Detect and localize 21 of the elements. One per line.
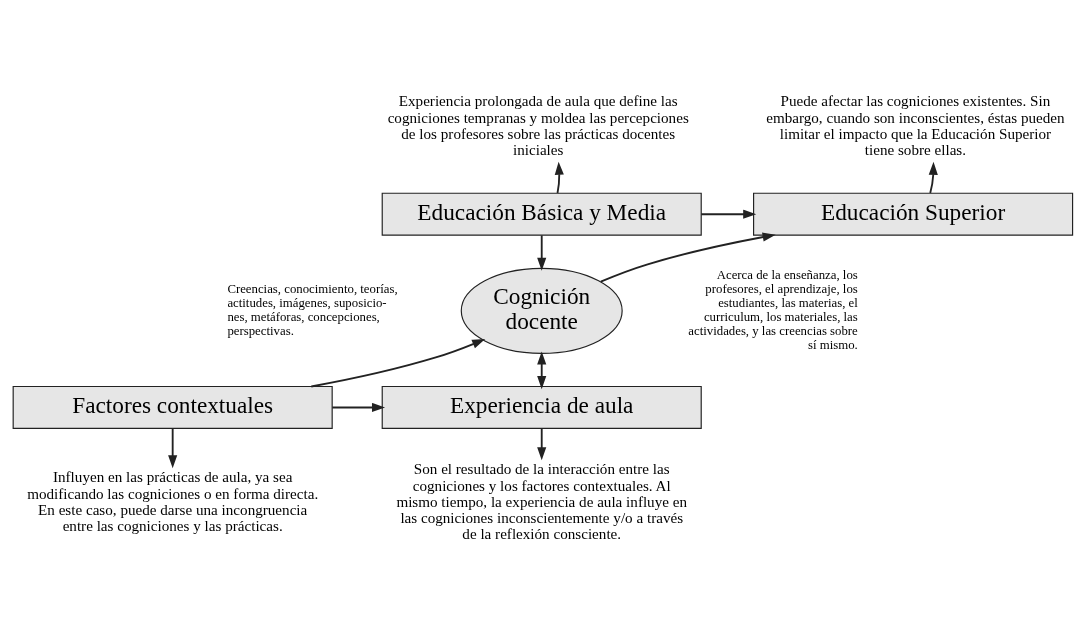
arrow <box>928 161 938 194</box>
arrow <box>537 350 547 389</box>
node-text: Experiencia prolongada de aula que define las cogniciones tempranas y moldea las percepciones de los profesores sobre las prácticas docentes iniciales <box>387 92 689 158</box>
node-text: Son el resultado de la interacción entre las cogniciones y los factores contextuales. Al mismo tiempo, la experiencia de aula influye en las cogniciones inconscientemente y/o a través de la reflexión consciente. <box>396 460 688 542</box>
arrow <box>700 209 757 219</box>
arrow <box>310 338 486 387</box>
node-box: Experiencia de aula <box>381 385 702 429</box>
arrow <box>331 402 386 412</box>
arrow <box>537 427 547 460</box>
arrow <box>537 233 547 271</box>
node-box: Educación Básica y Media <box>381 192 702 236</box>
arrow <box>554 161 564 194</box>
node-box: Educación Superior <box>753 192 1074 236</box>
arrow <box>168 427 178 468</box>
node-ellipse: Cognición docente <box>460 267 623 354</box>
label: Acerca de la enseñanza, los profesores, el aprendizaje, los estudiantes, las materias, el curriculum, los materiales, las actividades, y las creencias sobre sí mismo. <box>688 267 858 352</box>
node-text: Puede afectar las cogniciones existentes. Sin embargo, cuando son inconscientes, éstas pueden limitar el impacto que la Educación Superior tiene sobre ellas. <box>766 92 1065 158</box>
node-text: Influyen en las prácticas de aula, ya sea modificando las cogniciones o en forma directa. En este caso, puede darse una incongruencia entre las cogniciones y las prácticas. <box>27 468 319 534</box>
node-box: Factores contextuales <box>12 385 333 429</box>
label: Creencias, conocimiento, teorías, actitudes, imágenes, suposicio- nes, metáforas, concepciones, perspectivas. <box>227 281 398 338</box>
arrow <box>599 232 776 283</box>
